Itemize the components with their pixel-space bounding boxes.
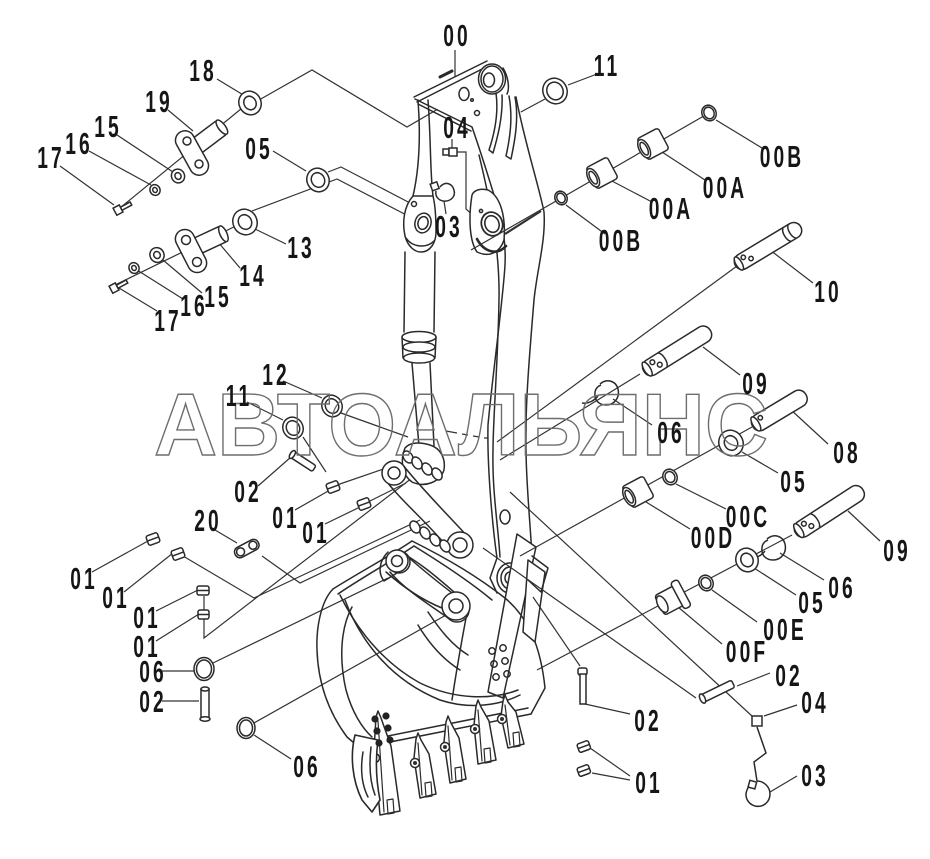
svg-text:19: 19 bbox=[145, 86, 173, 120]
svg-text:02: 02 bbox=[634, 705, 662, 739]
svg-text:02: 02 bbox=[775, 660, 803, 694]
svg-text:04: 04 bbox=[801, 687, 829, 721]
svg-text:01: 01 bbox=[102, 582, 130, 616]
svg-text:08: 08 bbox=[833, 437, 861, 471]
svg-text:06: 06 bbox=[657, 417, 685, 451]
svg-text:05: 05 bbox=[780, 466, 808, 500]
svg-text:20: 20 bbox=[194, 505, 222, 539]
svg-text:03: 03 bbox=[801, 760, 829, 794]
svg-text:АВТОАЛЬЯНС: АВТОАЛЬЯНС bbox=[154, 375, 768, 474]
svg-text:16: 16 bbox=[65, 128, 93, 162]
svg-text:02: 02 bbox=[139, 686, 167, 720]
svg-text:09: 09 bbox=[742, 368, 770, 402]
svg-text:06: 06 bbox=[139, 656, 167, 690]
svg-text:12: 12 bbox=[262, 359, 290, 393]
svg-text:01: 01 bbox=[133, 631, 161, 665]
svg-text:05: 05 bbox=[798, 587, 826, 621]
svg-text:10: 10 bbox=[814, 276, 842, 310]
svg-text:18: 18 bbox=[189, 55, 217, 89]
svg-text:00D: 00D bbox=[691, 522, 736, 556]
svg-text:00A: 00A bbox=[649, 193, 694, 227]
svg-text:16: 16 bbox=[180, 290, 208, 324]
svg-text:00A: 00A bbox=[703, 172, 748, 206]
svg-text:09: 09 bbox=[883, 535, 911, 569]
svg-text:00: 00 bbox=[443, 20, 471, 54]
svg-text:17: 17 bbox=[154, 305, 182, 339]
svg-text:11: 11 bbox=[226, 380, 253, 414]
svg-text:02: 02 bbox=[234, 476, 262, 510]
svg-text:05: 05 bbox=[245, 133, 273, 167]
svg-text:00B: 00B bbox=[760, 141, 805, 175]
svg-text:15: 15 bbox=[204, 281, 232, 315]
svg-text:01: 01 bbox=[272, 502, 300, 536]
svg-text:04: 04 bbox=[443, 112, 471, 146]
svg-text:01: 01 bbox=[302, 517, 330, 551]
svg-text:13: 13 bbox=[287, 232, 315, 266]
svg-text:00E: 00E bbox=[763, 614, 806, 648]
svg-text:17: 17 bbox=[37, 142, 65, 176]
svg-text:00F: 00F bbox=[726, 636, 768, 670]
svg-text:01: 01 bbox=[70, 563, 98, 597]
svg-text:06: 06 bbox=[293, 751, 321, 785]
svg-text:01: 01 bbox=[635, 767, 663, 801]
svg-text:00C: 00C bbox=[726, 501, 771, 535]
svg-text:03: 03 bbox=[435, 211, 463, 245]
svg-text:14: 14 bbox=[239, 260, 267, 294]
svg-text:15: 15 bbox=[94, 111, 122, 145]
svg-text:11: 11 bbox=[594, 50, 621, 84]
svg-text:06: 06 bbox=[828, 572, 856, 606]
svg-text:01: 01 bbox=[133, 602, 161, 636]
svg-text:00B: 00B bbox=[599, 225, 644, 259]
